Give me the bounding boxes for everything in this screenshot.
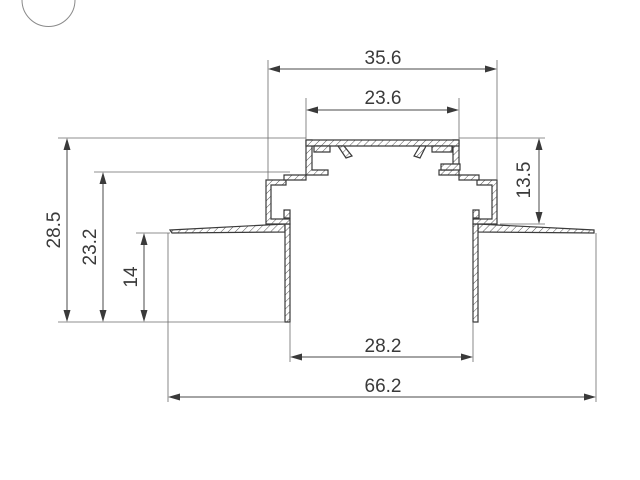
left-step bbox=[265, 179, 291, 225]
aluminum-profile bbox=[168, 139, 595, 323]
right-flange bbox=[477, 223, 595, 234]
dimension-overall-width: 66.2 bbox=[168, 376, 596, 401]
corner-circle-fragment bbox=[21, 0, 76, 27]
dimension-top-outer-width: 35.6 bbox=[268, 48, 497, 73]
top-inner-width-label: 23.6 bbox=[365, 88, 402, 109]
dimension-top-inner-width: 23.6 bbox=[306, 88, 459, 114]
right-clip bbox=[431, 145, 453, 153]
inner-bottom-width-label: 28.2 bbox=[365, 336, 402, 357]
left-clip bbox=[313, 145, 331, 153]
right-upper-step bbox=[440, 163, 461, 171]
right-wall bbox=[472, 223, 479, 323]
right-inner-tab bbox=[458, 174, 480, 181]
flange-step-height-label: 13.5 bbox=[514, 162, 535, 199]
dimension-overall-height: 28.5 bbox=[44, 138, 71, 322]
right-lower-tab bbox=[472, 209, 480, 219]
top-bar bbox=[305, 139, 460, 147]
dimension-wall-height: 14 bbox=[121, 233, 148, 322]
left-wall bbox=[284, 223, 291, 323]
wall-height-label: 14 bbox=[121, 266, 142, 288]
left-lower-tab bbox=[283, 209, 291, 219]
dimension-inner-bottom-width: 28.2 bbox=[290, 336, 473, 361]
left-inner-tab bbox=[283, 174, 307, 181]
overall-width-label: 66.2 bbox=[365, 376, 402, 397]
overall-height-label: 28.5 bbox=[44, 212, 65, 249]
right-clip-hook bbox=[413, 145, 427, 159]
left-flange bbox=[168, 223, 286, 234]
dimension-flange-step-height: 13.5 bbox=[514, 138, 543, 224]
step-height-label: 23.2 bbox=[80, 229, 101, 266]
left-clip-hook bbox=[336, 145, 354, 159]
dimension-step-height: 23.2 bbox=[80, 172, 107, 322]
top-outer-width-label: 35.6 bbox=[365, 48, 402, 69]
extension-lines bbox=[58, 60, 597, 402]
right-step bbox=[472, 179, 498, 225]
